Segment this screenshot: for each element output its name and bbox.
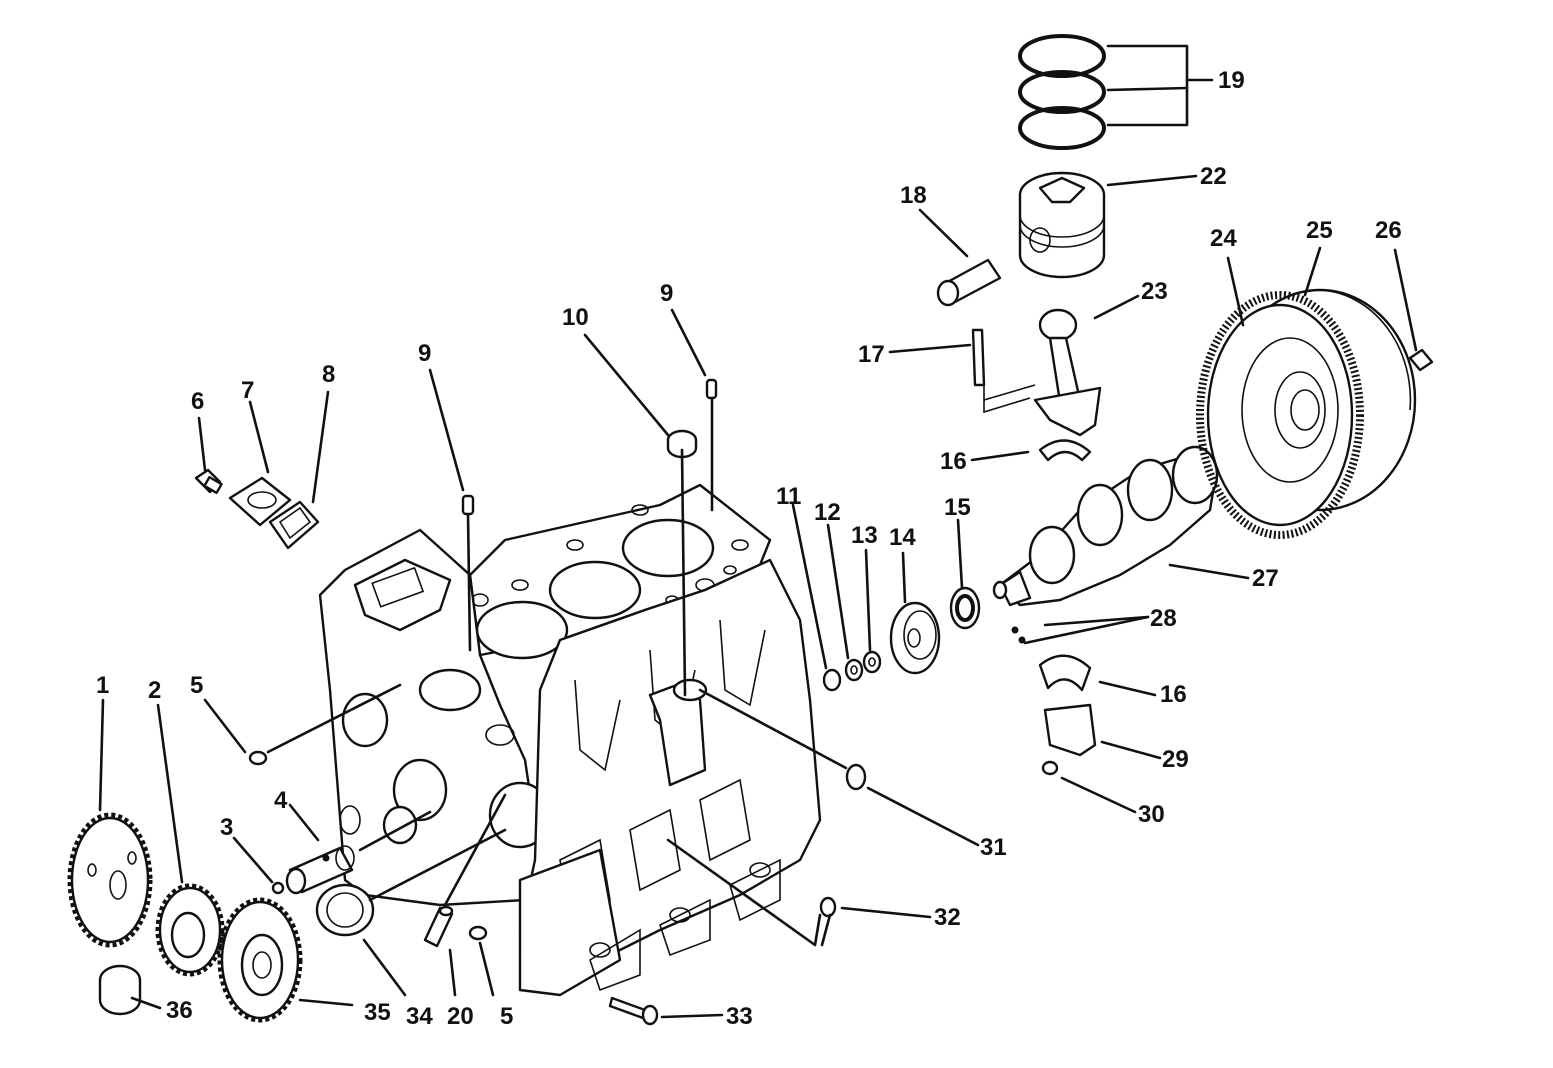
label-18: 18 bbox=[900, 182, 927, 209]
crankshaft bbox=[992, 445, 1219, 644]
label-16-upper: 16 bbox=[940, 448, 967, 475]
label-25: 25 bbox=[1306, 217, 1333, 244]
label-22: 22 bbox=[1200, 163, 1227, 190]
label-11: 11 bbox=[776, 483, 801, 510]
label-1: 1 bbox=[96, 672, 109, 699]
part-labels: 1 2 3 4 5 5 6 7 8 9 9 10 11 12 13 14 15 … bbox=[96, 67, 1402, 1030]
piston-group bbox=[936, 34, 1106, 462]
label-26: 26 bbox=[1375, 217, 1402, 244]
label-30: 30 bbox=[1138, 801, 1165, 828]
label-6: 6 bbox=[191, 388, 204, 415]
label-8: 8 bbox=[322, 361, 335, 388]
label-10: 10 bbox=[562, 304, 589, 331]
label-16-lower: 16 bbox=[1160, 681, 1187, 708]
label-35: 35 bbox=[364, 999, 391, 1026]
label-23: 23 bbox=[1141, 278, 1168, 305]
label-2: 2 bbox=[148, 677, 161, 704]
label-31: 31 bbox=[980, 834, 1007, 861]
label-14: 14 bbox=[889, 524, 916, 551]
label-36: 36 bbox=[166, 997, 193, 1024]
label-32: 32 bbox=[934, 904, 961, 931]
flywheel bbox=[1196, 288, 1434, 539]
label-9-left: 9 bbox=[418, 340, 431, 367]
label-3: 3 bbox=[220, 814, 233, 841]
timing-gears bbox=[67, 750, 488, 1023]
label-29: 29 bbox=[1162, 746, 1189, 773]
label-7: 7 bbox=[241, 377, 254, 404]
crank-front-parts bbox=[822, 586, 981, 692]
dowel-pins bbox=[461, 378, 718, 516]
label-15: 15 bbox=[944, 494, 971, 521]
label-27: 27 bbox=[1252, 565, 1279, 592]
label-13: 13 bbox=[851, 522, 878, 549]
label-33: 33 bbox=[726, 1003, 753, 1030]
leader-lines bbox=[98, 44, 1418, 1019]
cylinder-block bbox=[318, 483, 822, 997]
cover-plate-group bbox=[194, 468, 320, 550]
label-17: 17 bbox=[858, 341, 885, 368]
label-9-top: 9 bbox=[660, 280, 673, 307]
label-28: 28 bbox=[1150, 605, 1177, 632]
label-5-left: 5 bbox=[190, 672, 203, 699]
misc-small-parts bbox=[608, 763, 867, 1026]
main-bearing-parts bbox=[1038, 654, 1097, 776]
label-5-bottom: 5 bbox=[500, 1003, 513, 1030]
label-20: 20 bbox=[447, 1003, 474, 1030]
label-24: 24 bbox=[1210, 225, 1237, 252]
label-19: 19 bbox=[1218, 67, 1245, 94]
label-4: 4 bbox=[274, 787, 288, 814]
label-12: 12 bbox=[814, 499, 841, 526]
label-34: 34 bbox=[406, 1003, 433, 1030]
